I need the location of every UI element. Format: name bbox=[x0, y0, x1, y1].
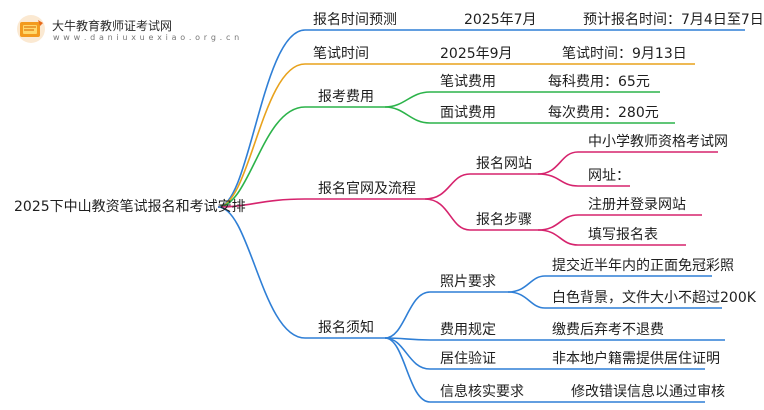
branch-notes: 报名须知 bbox=[318, 320, 374, 336]
branch-website-process: 报名官网及流程 bbox=[318, 181, 416, 197]
connector-root-notes bbox=[217, 206, 306, 339]
connector-root-bishi-time bbox=[217, 63, 306, 208]
fee-rule-label: 费用规定 bbox=[440, 322, 496, 338]
residence-check-label: 居住验证 bbox=[440, 351, 496, 367]
info-verify-label: 信息核实要求 bbox=[440, 384, 524, 400]
branch-exam-time: 笔试时间 bbox=[313, 46, 369, 62]
registration-steps-label: 报名步骤 bbox=[476, 212, 532, 228]
connector-root-fees bbox=[217, 106, 306, 208]
branch-fees: 报考费用 bbox=[318, 89, 374, 105]
residence-check-value: 非本地户籍需提供居住证明 bbox=[552, 351, 720, 367]
written-fee-value: 每科费用：65元 bbox=[548, 74, 650, 90]
registration-site-url: 网址： bbox=[588, 168, 630, 184]
connector-root-website bbox=[217, 198, 306, 208]
interview-fee-label: 面试费用 bbox=[440, 105, 496, 121]
registration-month: 2025年7月 bbox=[464, 12, 537, 28]
exam-date: 笔试时间：9月13日 bbox=[562, 46, 687, 62]
logo-icon bbox=[14, 14, 48, 44]
branch-registration-time: 报名时间预测 bbox=[313, 12, 397, 28]
registration-site-label: 报名网站 bbox=[476, 156, 532, 172]
written-fee-label: 笔试费用 bbox=[440, 74, 496, 90]
photo-requirement-2: 白色背景，文件大小不超过200K bbox=[552, 290, 756, 306]
step-fill-form: 填写报名表 bbox=[588, 227, 658, 243]
step-register-login: 注册并登录网站 bbox=[588, 197, 686, 213]
connector-root-baoming-time bbox=[217, 29, 306, 208]
registration-site-name: 中小学教师资格考试网 bbox=[588, 134, 728, 150]
brand-title: 大牛教育教师证考试网 bbox=[52, 19, 173, 33]
brand-url: w w w . d a n i u x u e x i a o . o r g … bbox=[53, 33, 240, 42]
photo-requirement-label: 照片要求 bbox=[440, 274, 496, 290]
interview-fee-value: 每次费用：280元 bbox=[548, 105, 659, 121]
info-verify-value: 修改错误信息以通过审核 bbox=[571, 384, 725, 400]
fee-rule-value: 缴费后弃考不退费 bbox=[552, 322, 664, 338]
exam-month: 2025年9月 bbox=[440, 46, 513, 62]
registration-dates: 预计报名时间：7月4日至7日 bbox=[583, 12, 764, 28]
photo-requirement-1: 提交近半年内的正面免冠彩照 bbox=[552, 258, 734, 274]
mindmap-root: 2025下中山教资笔试报名和考试安排 bbox=[14, 199, 246, 215]
